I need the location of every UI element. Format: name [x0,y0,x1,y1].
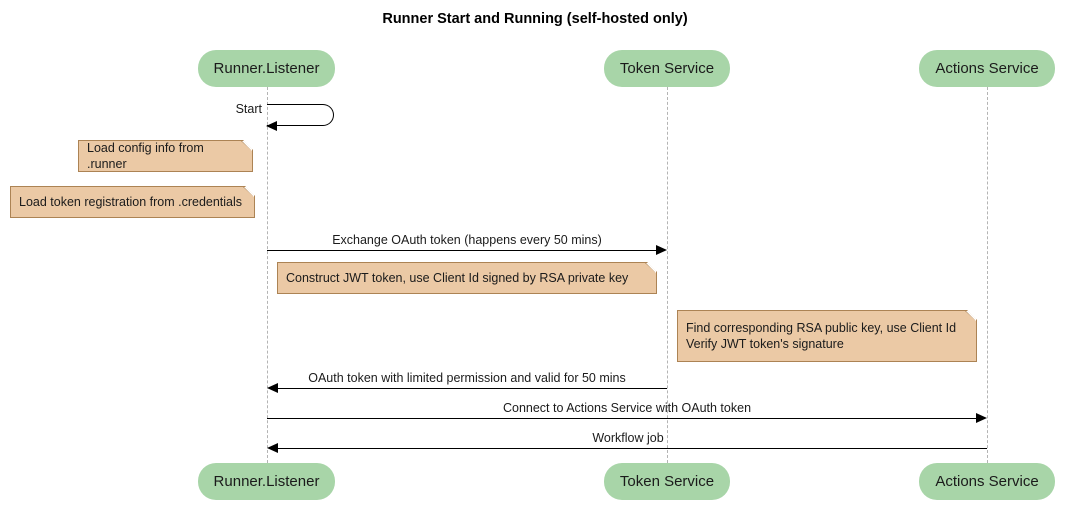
lifeline-actions [987,87,988,463]
message-label-exchange-oauth: Exchange OAuth token (happens every 50 m… [332,233,602,247]
participant-label: Actions Service [935,60,1039,77]
message-arrowhead-workflow-job [267,443,278,453]
note-construct-jwt: Construct JWT token, use Client Id signe… [277,262,657,294]
message-line-workflow-job [278,448,987,449]
participant-token-top[interactable]: Token Service [604,50,730,87]
message-line-connect-actions [267,418,976,419]
message-arrowhead-oauth-token-return [267,383,278,393]
message-line-oauth-token-return [278,388,667,389]
message-label-oauth-token-return: OAuth token with limited permission and … [308,371,626,385]
note-text: Construct JWT token, use Client Id signe… [286,271,629,285]
message-label-workflow-job: Workflow job [592,431,664,445]
note-text: Load token registration from .credential… [19,195,243,209]
participant-actions-top[interactable]: Actions Service [919,50,1055,87]
participant-runner-top[interactable]: Runner.Listener [198,50,335,87]
participant-label: Token Service [619,473,715,490]
note-text: Find corresponding RSA public key, use C… [686,321,957,351]
message-label-connect-actions: Connect to Actions Service with OAuth to… [502,401,752,415]
participant-token-bottom[interactable]: Token Service [604,463,730,500]
self-message-arrowhead-start [266,121,277,131]
lifeline-runner [267,87,268,463]
note-text: Load config info from .runner [87,141,204,171]
note-fold-corner [645,263,656,273]
message-line-exchange-oauth [267,250,656,251]
note-fold-corner [243,187,254,197]
participant-label: Runner.Listener [213,473,320,490]
message-arrowhead-exchange-oauth [656,245,667,255]
lifeline-token [667,87,668,463]
participant-label: Token Service [619,60,715,77]
note-verify-jwt-signature: Find corresponding RSA public key, use C… [677,310,977,362]
participant-actions-bottom[interactable]: Actions Service [919,463,1055,500]
diagram-title: Runner Start and Running (self-hosted on… [382,11,688,27]
message-arrowhead-connect-actions [976,413,987,423]
note-fold-corner [965,311,976,321]
participant-label: Runner.Listener [213,60,320,77]
self-message-loop-start [267,104,334,126]
note-load-config: Load config info from .runner [78,140,253,172]
participant-label: Actions Service [935,473,1039,490]
participant-runner-bottom[interactable]: Runner.Listener [198,463,335,500]
self-message-label-start: Start [235,102,262,116]
note-load-token-registration: Load token registration from .credential… [10,186,255,218]
